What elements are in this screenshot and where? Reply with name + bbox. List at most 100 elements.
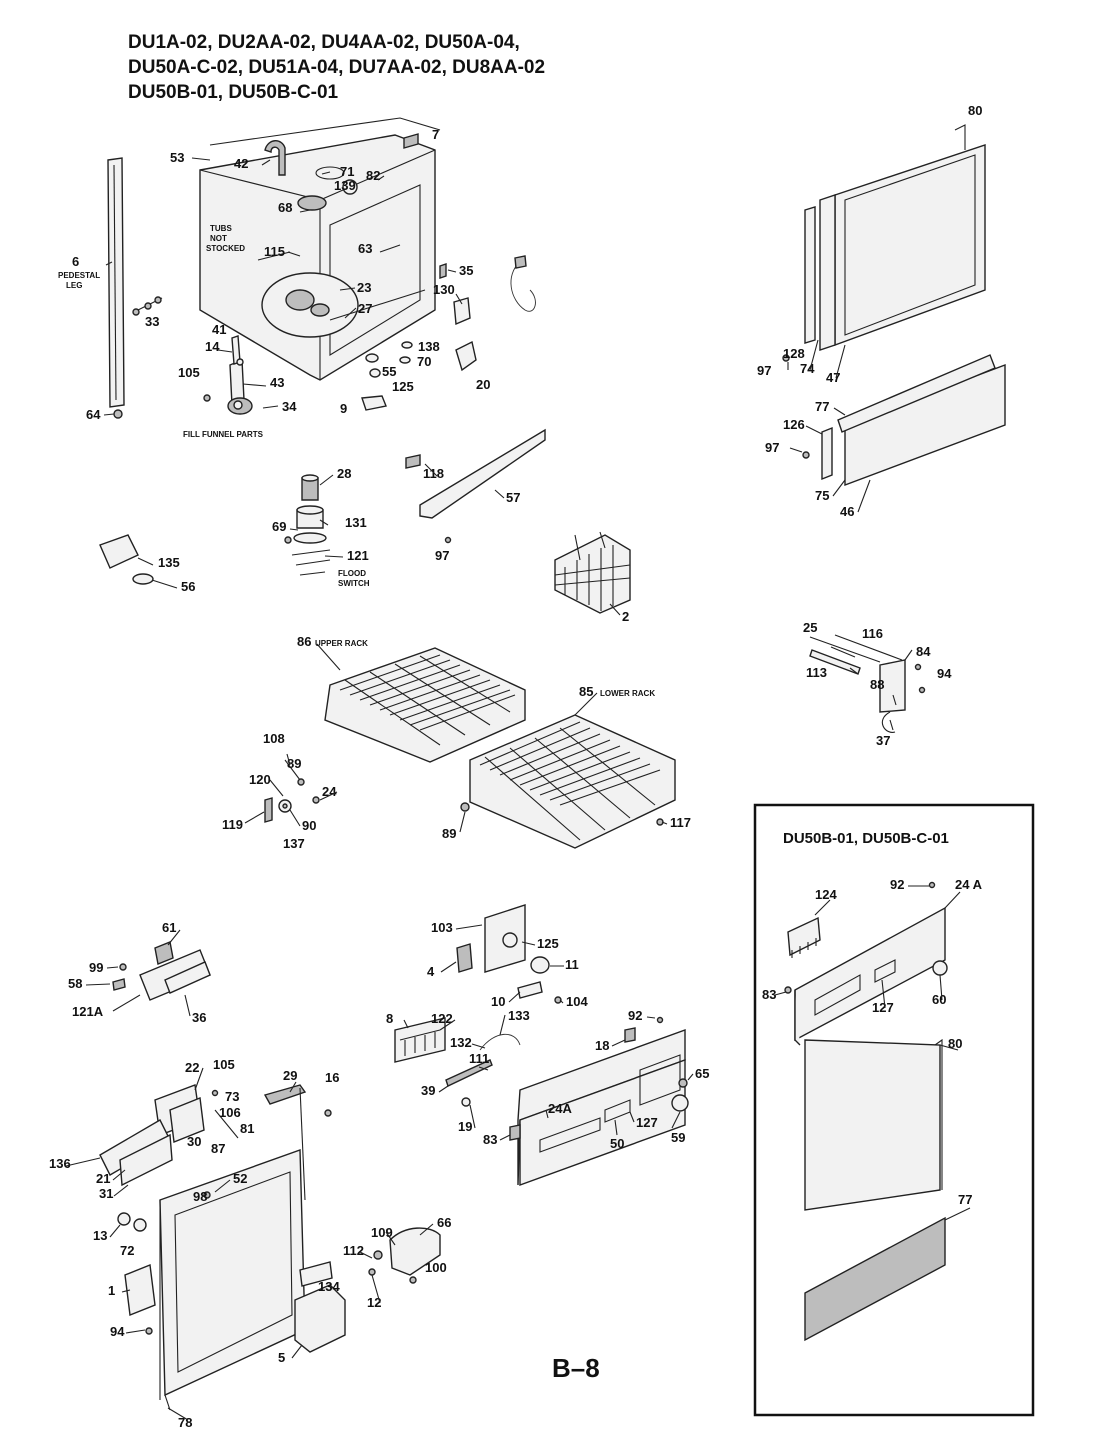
part-number-20: 20 — [476, 377, 490, 392]
rack-roller-parts-drawing — [264, 759, 320, 823]
part-number-125-switch: 125 — [537, 936, 559, 951]
part-number-72: 72 — [120, 1243, 134, 1258]
part-number-12: 12 — [367, 1295, 381, 1310]
part-number-134: 134 — [318, 1279, 340, 1294]
part-number-80-inset: 80 — [948, 1036, 962, 1051]
part-number-21: 21 — [96, 1171, 110, 1186]
part-number-135: 135 — [158, 555, 180, 570]
part-number-121A: 121A — [72, 1004, 104, 1019]
part-number-36: 36 — [192, 1010, 206, 1025]
part-number-65: 65 — [695, 1066, 709, 1081]
part-number-71: 71 — [340, 164, 354, 179]
part-number-105: 105 — [178, 365, 200, 380]
model-number-header: DU1A-02, DU2AA-02, DU4AA-02, DU50A-04, D… — [128, 32, 545, 103]
part-number-78: 78 — [178, 1415, 192, 1430]
part-number-83-inset: 83 — [762, 987, 776, 1002]
part-number-39: 39 — [421, 1083, 435, 1098]
part-number-13: 13 — [93, 1228, 107, 1243]
part-number-11: 11 — [565, 957, 579, 972]
part-number-109: 109 — [371, 1225, 393, 1240]
part-number-92-inset: 92 — [890, 877, 904, 892]
part-number-136: 136 — [49, 1156, 71, 1171]
part-number-callouts: 80 7 53 42 71 82 139 68 6 115 63 35 130 … — [49, 103, 983, 1430]
part-number-14: 14 — [205, 339, 220, 354]
part-number-131: 131 — [345, 515, 367, 530]
flood-switch-line-1: FLOOD — [338, 569, 366, 578]
part-number-24A-inset: 24 A — [955, 877, 983, 892]
rail-bracket-drawing — [405, 428, 546, 544]
part-number-97-bracket: 97 — [435, 548, 449, 563]
part-number-41: 41 — [212, 322, 226, 337]
part-number-22: 22 — [185, 1060, 199, 1075]
part-number-116: 116 — [862, 626, 883, 641]
part-number-63: 63 — [358, 241, 372, 256]
flood-switch-drawing — [284, 474, 331, 576]
tubs-not-stocked-line-3: STOCKED — [206, 244, 245, 253]
part-number-120: 120 — [249, 772, 271, 787]
part-number-5: 5 — [278, 1350, 285, 1365]
part-number-84: 84 — [916, 644, 931, 659]
part-number-77: 77 — [815, 399, 829, 414]
part-number-92: 92 — [628, 1008, 642, 1023]
part-number-82: 82 — [366, 168, 380, 183]
part-number-77-inset: 77 — [958, 1192, 972, 1207]
model-line-2: DU50A-C-02, DU51A-04, DU7AA-02, DU8AA-02 — [128, 57, 545, 78]
part-number-113: 113 — [806, 665, 827, 680]
part-number-119: 119 — [222, 817, 243, 832]
part-number-46: 46 — [840, 504, 854, 519]
part-number-47: 47 — [826, 370, 840, 385]
annotations: TUBS NOT STOCKED PEDESTAL LEG FILL FUNNE… — [58, 224, 655, 698]
part-number-25: 25 — [803, 620, 817, 635]
part-number-58: 58 — [68, 976, 82, 991]
part-number-23: 23 — [357, 280, 371, 295]
part-number-69: 69 — [272, 519, 286, 534]
part-number-105-door: 105 — [213, 1057, 235, 1072]
part-number-126: 126 — [783, 417, 805, 432]
part-number-60: 60 — [932, 992, 946, 1007]
model-line-1: DU1A-02, DU2AA-02, DU4AA-02, DU50A-04, — [128, 32, 520, 53]
part-number-132: 132 — [450, 1035, 472, 1050]
part-number-83: 83 — [483, 1132, 497, 1147]
part-number-19: 19 — [458, 1119, 472, 1134]
part-number-106: 106 — [219, 1105, 241, 1120]
part-number-6: 6 — [72, 254, 79, 269]
part-number-53: 53 — [170, 150, 184, 165]
tubs-not-stocked-line-2: NOT — [210, 234, 227, 243]
pedestal-leg-line-2: LEG — [66, 281, 82, 290]
part-number-70: 70 — [417, 354, 431, 369]
inset-title: DU50B-01, DU50B-C-01 — [783, 830, 949, 847]
part-number-104: 104 — [566, 994, 588, 1009]
part-number-24A: 24A — [548, 1101, 572, 1116]
part-number-99: 99 — [89, 960, 103, 975]
part-number-7: 7 — [432, 127, 439, 142]
part-number-10: 10 — [491, 994, 505, 1009]
part-number-98: 98 — [193, 1189, 207, 1204]
part-number-127: 127 — [636, 1115, 658, 1130]
part-number-100: 100 — [425, 1260, 447, 1275]
part-number-64: 64 — [86, 407, 101, 422]
part-number-61: 61 — [162, 920, 176, 935]
part-number-90: 90 — [302, 818, 316, 833]
upper-rack-caption: UPPER RACK — [315, 639, 368, 648]
part-number-87: 87 — [211, 1141, 225, 1156]
part-number-108: 108 — [263, 731, 285, 746]
part-number-68: 68 — [278, 200, 292, 215]
part-number-139: 139 — [334, 178, 356, 193]
part-number-130: 130 — [433, 282, 455, 297]
lower-rack-caption: LOWER RACK — [600, 689, 655, 698]
door-panel-drawing — [782, 124, 1006, 487]
part-number-133: 133 — [508, 1008, 530, 1023]
control-panel-drawing — [509, 1016, 689, 1186]
part-number-88: 88 — [870, 677, 884, 692]
part-number-137: 137 — [283, 836, 305, 851]
tub-bracket-parts-drawing — [361, 133, 536, 411]
part-number-43: 43 — [270, 375, 284, 390]
callout-leader-lines — [65, 157, 971, 1421]
part-number-103: 103 — [431, 920, 453, 935]
part-number-16: 16 — [325, 1070, 339, 1085]
part-number-33: 33 — [145, 314, 159, 329]
hinge-bracket-drawing — [99, 534, 154, 585]
part-number-35: 35 — [459, 263, 473, 278]
switch-bank-drawing — [394, 1017, 521, 1107]
part-number-97-panel: 97 — [765, 440, 779, 455]
